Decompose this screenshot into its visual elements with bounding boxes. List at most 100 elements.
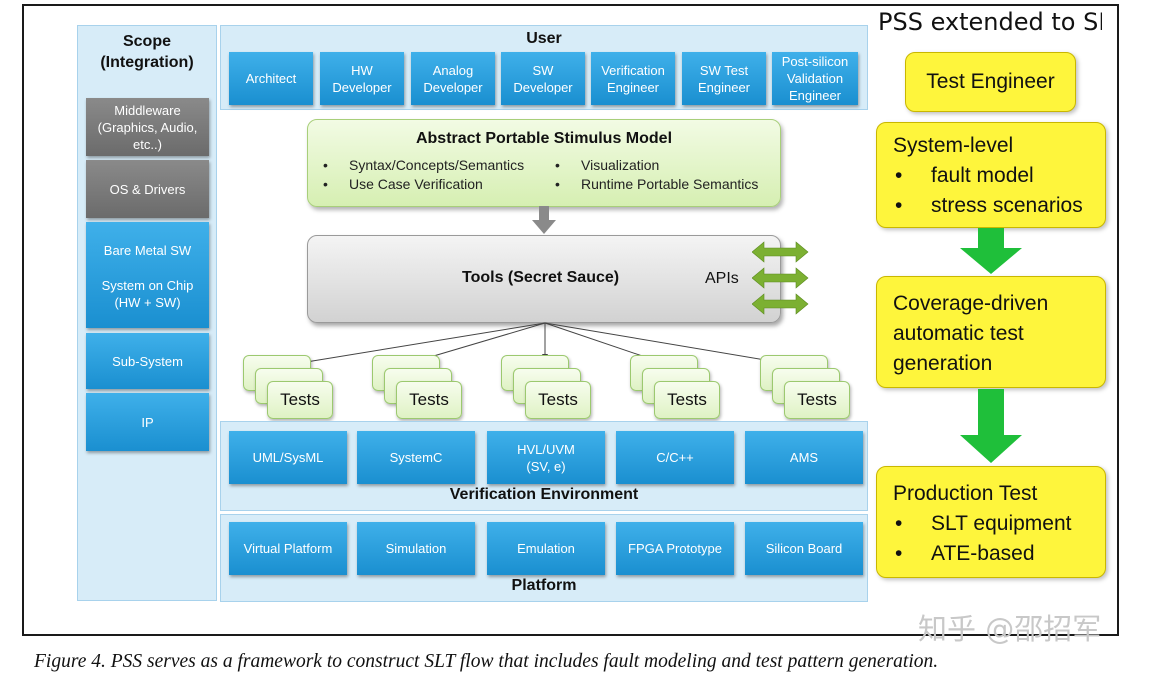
platform-item-label: Silicon Board <box>765 541 843 556</box>
user-role-label: SW Developer <box>513 62 573 95</box>
tests-label: Tests <box>797 390 837 409</box>
scope-title-line1: Scope <box>122 33 171 50</box>
slt-system-level-title: System-level <box>893 134 1014 157</box>
model-to-tools-arrow-icon <box>532 206 556 234</box>
platform-item-simulation: Simulation <box>357 522 475 575</box>
slt-test-engineer-box: Test Engineer <box>905 52 1076 112</box>
platform-item-label: FPGA Prototype <box>628 541 722 556</box>
scope-item-soc-group: Bare Metal SW System on Chip (HW + SW) <box>86 222 209 328</box>
scope-item-ip: IP <box>86 393 209 451</box>
pss-bullet-label: Visualization <box>581 157 660 173</box>
slt-bullet-fault-model: •fault model <box>895 164 1034 187</box>
tests-label: Tests <box>667 390 707 409</box>
scope-item-label: IP <box>141 414 154 430</box>
platform-item-fpga: FPGA Prototype <box>616 522 734 575</box>
slt-test-engineer-label: Test Engineer <box>926 70 1055 93</box>
verif-item-ams: AMS <box>745 431 863 484</box>
slt-production-box: Production Test •SLT equipment •ATE-base… <box>876 466 1106 578</box>
tools-box <box>307 235 781 323</box>
user-role-hw-developer: HW Developer <box>320 52 404 105</box>
slt-bullet-label: ATE-based <box>931 542 1035 565</box>
user-role-label: Architect <box>245 71 297 86</box>
slt-coverage-line: Coverage-driven <box>893 292 1049 315</box>
scope-item-sub-system: Sub-System <box>86 333 209 389</box>
slt-bullet-stress-scenarios: •stress scenarios <box>895 194 1083 217</box>
tests-card-1: Tests <box>267 381 333 419</box>
tools-title: Tools (Secret Sauce) <box>462 269 620 286</box>
tests-card-3: Tests <box>525 381 591 419</box>
pss-bullet-label: Runtime Portable Semantics <box>581 176 759 192</box>
slt-bullet-label: SLT equipment <box>931 512 1072 535</box>
slt-coverage-box: Coverage-driven automatic test generatio… <box>876 276 1106 388</box>
user-role-sw-test-engineer: SW Test Engineer <box>682 52 766 105</box>
verif-item-hvl-uvm: HVL/UVM (SV, e) <box>487 431 605 484</box>
platform-item-virtual: Virtual Platform <box>229 522 347 575</box>
pss-bullet-visualization: •Visualization <box>555 157 660 173</box>
user-role-verification-engineer: Verification Engineer <box>591 52 675 105</box>
slt-system-level-box: System-level •fault model •stress scenar… <box>876 122 1106 228</box>
scope-item-label: Sub-System <box>112 353 183 369</box>
user-role-label: SW Test Engineer <box>697 62 751 95</box>
user-role-label: HW Developer <box>332 62 392 95</box>
platform-item-label: Emulation <box>517 541 575 556</box>
figure-caption: Figure 4. PSS serves as a framework to c… <box>34 651 939 672</box>
scope-item-bare-metal: Bare Metal SW <box>103 243 192 258</box>
scope-item-label: OS & Drivers <box>109 181 186 197</box>
slt-header: PSS extended to SLT <box>878 8 1102 36</box>
slt-coverage-line: automatic test <box>893 322 1024 345</box>
scope-item-soc: System on Chip (HW + SW) <box>101 278 194 310</box>
verif-item-label: C/C++ <box>656 450 694 465</box>
scope-title-line2: (Integration) <box>100 54 194 71</box>
verif-item-label: UML/SysML <box>252 450 324 465</box>
platform-title: Platform <box>511 577 577 594</box>
pss-bullet-syntax: •Syntax/Concepts/Semantics <box>323 157 525 173</box>
tests-label: Tests <box>538 390 578 409</box>
pss-model-box <box>307 119 781 207</box>
slt-bullet-slt-equipment: •SLT equipment <box>895 512 1072 535</box>
platform-item-label: Simulation <box>385 541 447 556</box>
scope-title: Scope (Integration) <box>77 31 217 73</box>
slt-production-title: Production Test <box>893 482 1038 505</box>
pss-bullet-label: Syntax/Concepts/Semantics <box>349 157 525 173</box>
tests-card-2: Tests <box>396 381 462 419</box>
user-role-label: Analog Developer <box>423 62 483 95</box>
slt-down-arrow-icon <box>960 389 1022 463</box>
platform-item-silicon-board: Silicon Board <box>745 522 863 575</box>
slt-coverage-line: generation <box>893 352 993 375</box>
pss-bullet-label: Use Case Verification <box>349 176 483 192</box>
user-role-label: Verification Engineer <box>601 62 665 95</box>
tests-label: Tests <box>409 390 449 409</box>
verif-item-label: SystemC <box>389 450 443 465</box>
user-title: User <box>526 30 562 47</box>
user-role-label: Post-silicon Validation Engineer <box>781 54 849 103</box>
slt-bullet-label: stress scenarios <box>931 194 1083 217</box>
tests-label: Tests <box>280 390 320 409</box>
verif-item-label: AMS <box>789 450 819 465</box>
pss-bullet-runtime: •Runtime Portable Semantics <box>555 176 759 192</box>
figure-frame <box>22 4 1119 636</box>
platform-item-label: Virtual Platform <box>243 541 333 556</box>
tests-card-5: Tests <box>784 381 850 419</box>
slt-bullet-label: fault model <box>931 164 1034 187</box>
verif-item-label: HVL/UVM (SV, e) <box>517 441 575 474</box>
user-role-architect: Architect <box>229 52 313 105</box>
slt-bullet-ate-based: •ATE-based <box>895 542 1035 565</box>
user-role-sw-developer: SW Developer <box>501 52 585 105</box>
scope-item-label: Middleware (Graphics, Audio, etc..) <box>97 102 198 152</box>
pss-model-title: Abstract Portable Stimulus Model <box>415 130 673 147</box>
verif-item-uml: UML/SysML <box>229 431 347 484</box>
api-arrows-icon <box>752 241 809 315</box>
scope-item-os-drivers: OS & Drivers <box>86 160 209 218</box>
pss-bullet-use-case: •Use Case Verification <box>323 176 483 192</box>
watermark: 知乎 @邵招军 <box>918 612 1102 646</box>
user-role-analog-developer: Analog Developer <box>411 52 495 105</box>
slt-down-arrow-icon <box>960 228 1022 274</box>
scope-item-middleware: Middleware (Graphics, Audio, etc..) <box>86 98 209 156</box>
verif-item-systemc: SystemC <box>357 431 475 484</box>
tests-card-4: Tests <box>654 381 720 419</box>
user-role-post-silicon-engineer: Post-silicon Validation Engineer <box>772 52 858 105</box>
verification-env-title: Verification Environment <box>449 486 639 503</box>
verif-item-c-cpp: C/C++ <box>616 431 734 484</box>
platform-item-emulation: Emulation <box>487 522 605 575</box>
tools-apis-label: APIs <box>705 270 739 287</box>
